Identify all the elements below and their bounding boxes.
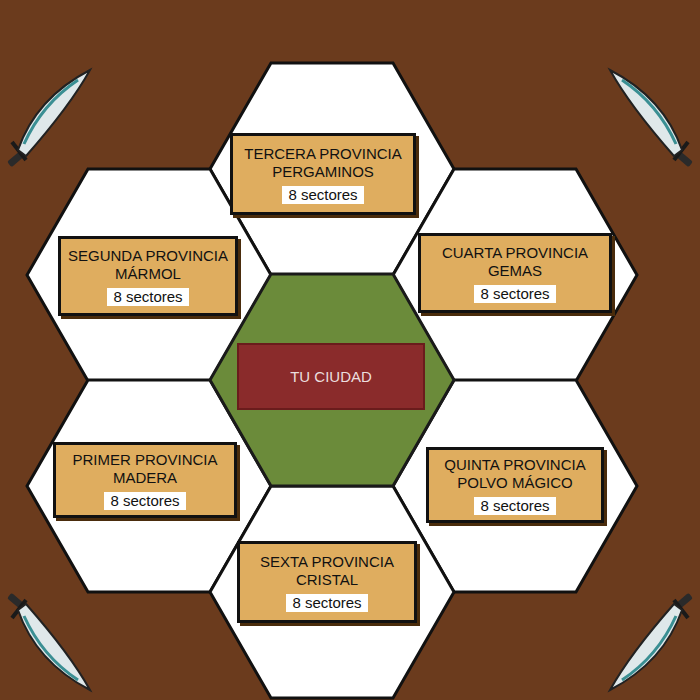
- province-box: SEGUNDA PROVINCIA MÁRMOL 8 sectores: [58, 236, 238, 316]
- province-box: TERCERA PROVINCIA PERGAMINOS 8 sectores: [230, 133, 416, 215]
- sword-icon: [610, 70, 693, 167]
- sword-icon: [7, 70, 90, 167]
- province-name: CUARTA PROVINCIA GEMAS: [427, 244, 603, 280]
- province-name: PRIMER PROVINCIA MADERA: [62, 451, 228, 487]
- sector-count: 8 sectores: [286, 594, 367, 612]
- province-name: SEXTA PROVINCIA CRISTAL: [246, 553, 408, 589]
- sector-count: 8 sectores: [282, 186, 363, 204]
- province-box: CUARTA PROVINCIA GEMAS 8 sectores: [418, 233, 612, 313]
- province-box: QUINTA PROVINCIA POLVO MÁGICO 8 sectores: [426, 447, 604, 523]
- sword-icon: [610, 593, 693, 690]
- province-box: SEXTA PROVINCIA CRISTAL 8 sectores: [237, 541, 417, 623]
- sword-icon: [7, 593, 90, 690]
- sector-count: 8 sectores: [474, 285, 555, 303]
- province-name: QUINTA PROVINCIA POLVO MÁGICO: [435, 456, 595, 492]
- city-box: TU CIUDAD: [237, 343, 425, 410]
- province-name: TU CIUDAD: [290, 368, 372, 386]
- outer-hexes: [27, 63, 637, 698]
- province-name: TERCERA PROVINCIA PERGAMINOS: [239, 145, 407, 181]
- sector-count: 8 sectores: [107, 288, 188, 306]
- province-box: PRIMER PROVINCIA MADERA 8 sectores: [53, 442, 237, 518]
- sector-count: 8 sectores: [104, 492, 185, 510]
- province-name: SEGUNDA PROVINCIA MÁRMOL: [67, 247, 229, 283]
- sector-count: 8 sectores: [474, 497, 555, 515]
